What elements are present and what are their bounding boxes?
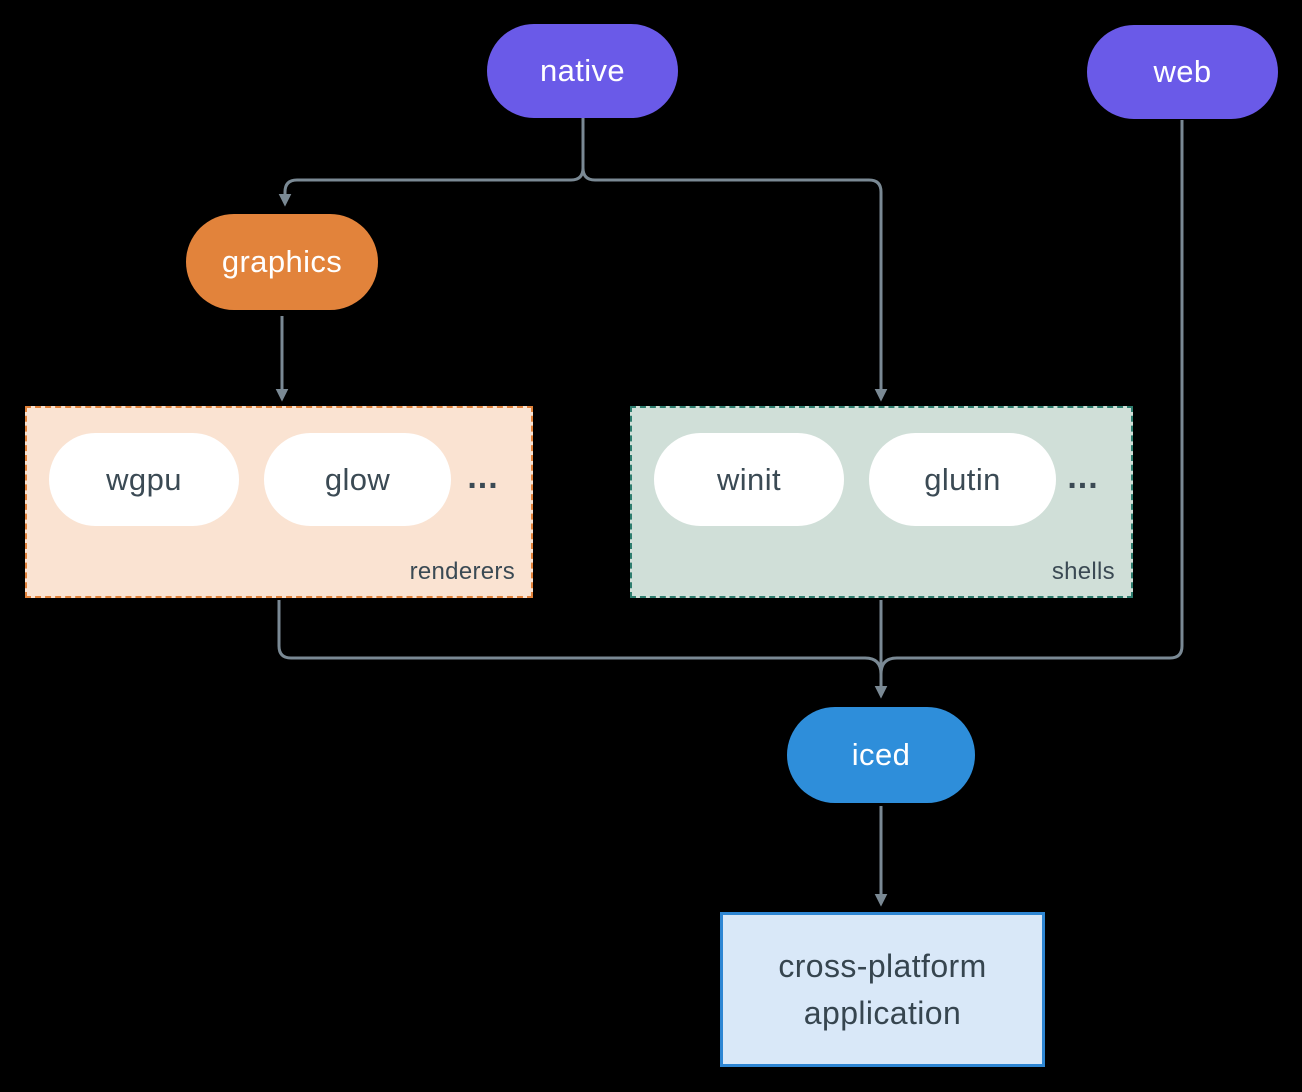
node-graphics-label: graphics	[221, 244, 343, 279]
node-cross-platform-application: cross-platform application	[720, 912, 1045, 1067]
node-iced-label: iced	[851, 737, 911, 772]
node-web-label: web	[1153, 54, 1212, 89]
renderers-ellipsis: ...	[467, 458, 499, 496]
node-winit-label: winit	[716, 461, 781, 497]
edge-native-graphics	[278, 118, 585, 207]
shells-ellipsis: ...	[1067, 458, 1099, 496]
node-native: native	[487, 24, 678, 118]
edge-native-shells	[581, 118, 888, 402]
node-winit: winit	[654, 433, 844, 526]
group-shells: winit glutin ... shells	[630, 406, 1133, 598]
group-shells-label: shells	[1051, 558, 1115, 585]
node-wgpu-label: wgpu	[106, 461, 182, 497]
node-glow-label: glow	[324, 461, 391, 497]
node-iced: iced	[787, 707, 975, 803]
edge-renderers-merge	[277, 600, 883, 675]
node-wgpu: wgpu	[49, 433, 239, 526]
node-graphics: graphics	[186, 214, 378, 310]
application-label-line1: cross-platform	[778, 947, 987, 984]
node-native-label: native	[539, 53, 626, 88]
node-web: web	[1087, 25, 1278, 119]
application-label-line2: application	[803, 994, 962, 1031]
group-renderers: wgpu glow ... renderers	[25, 406, 533, 598]
node-glutin-label: glutin	[924, 461, 1001, 497]
node-glow: glow	[264, 433, 451, 526]
group-renderers-label: renderers	[409, 558, 515, 585]
node-glutin: glutin	[869, 433, 1056, 526]
